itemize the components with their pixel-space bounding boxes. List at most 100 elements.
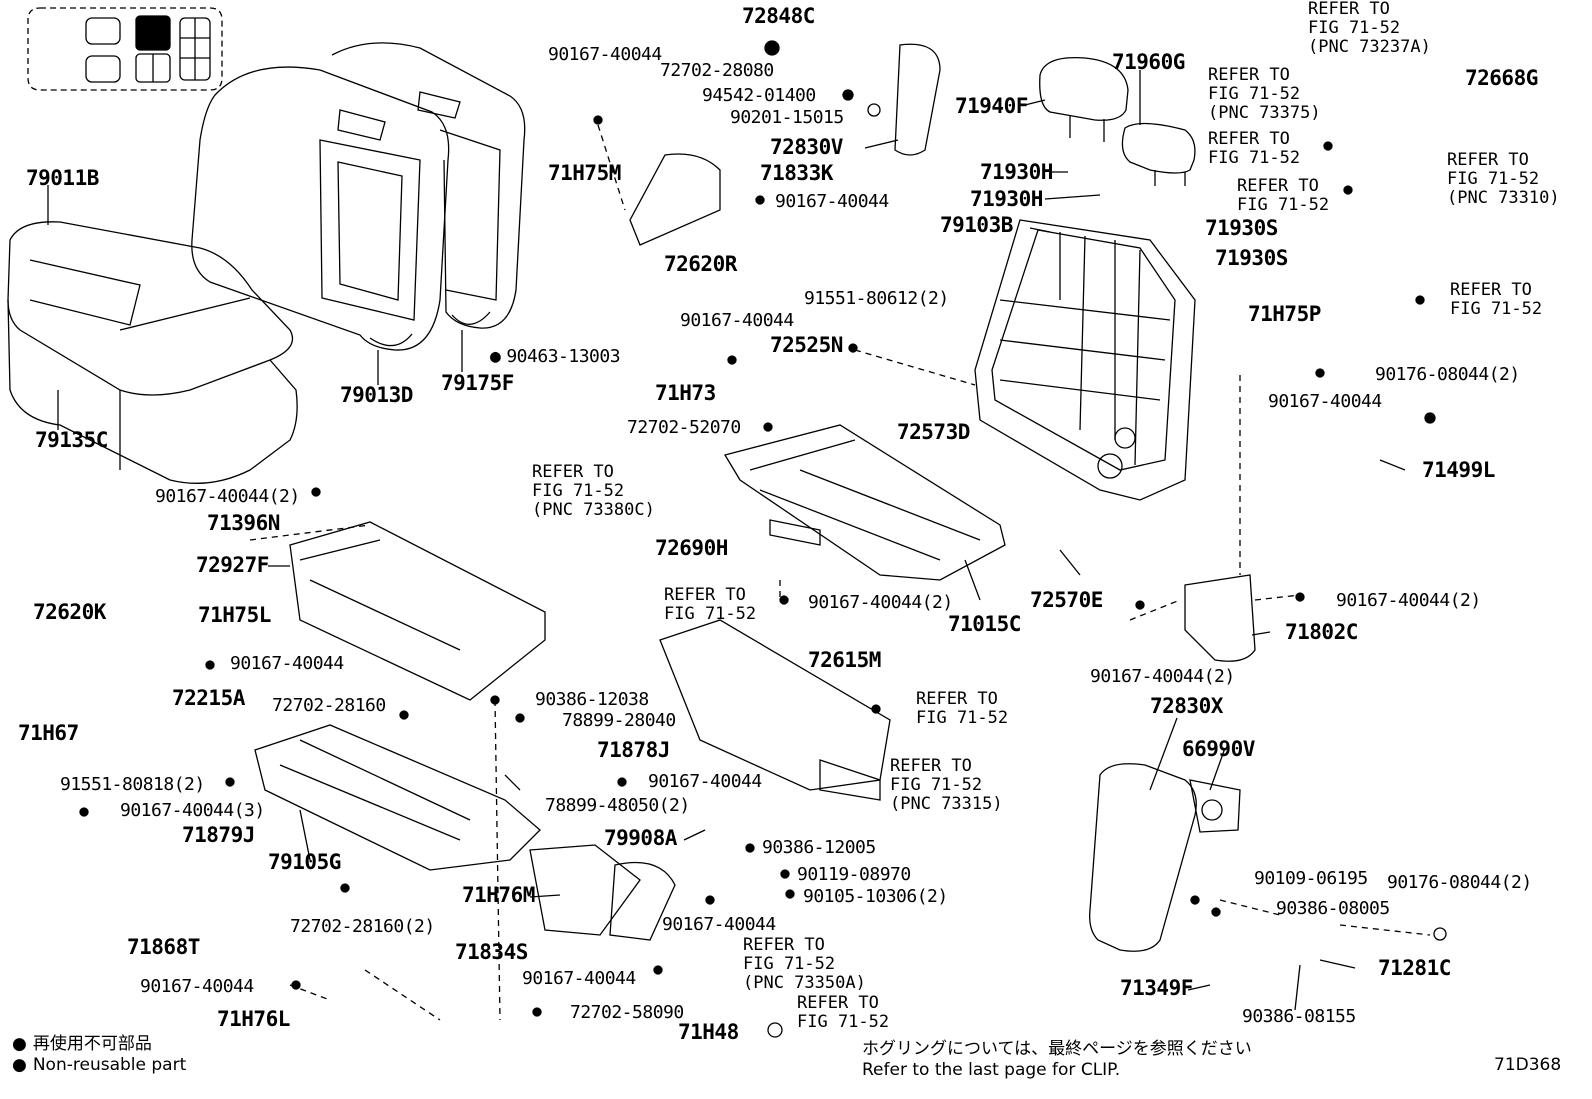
part-91551-80818[interactable]: 91551-80818(2)	[60, 774, 205, 795]
part-71349F[interactable]: 71349F	[1120, 976, 1193, 1000]
refer-fig-71-52-pnc-73310[interactable]: REFER TO FIG 71-52 (PNC 73310)	[1447, 150, 1560, 208]
part-71930S[interactable]: 71930S	[1215, 246, 1288, 270]
part-71930H[interactable]: 71930H	[980, 160, 1053, 184]
part-90167-40044[interactable]: 90167-40044	[1268, 391, 1382, 412]
part-90167-40044[interactable]: 90167-40044	[522, 968, 636, 989]
part-72927F[interactable]: 72927F	[196, 553, 269, 577]
part-90386-12005[interactable]: 90386-12005	[762, 837, 876, 858]
part-71868T[interactable]: 71868T	[127, 935, 200, 959]
part-90167-40044[interactable]: 90167-40044	[680, 310, 794, 331]
part-90105-10306[interactable]: 90105-10306(2)	[803, 886, 948, 907]
part-90167-40044[interactable]: 90167-40044(2)	[1090, 666, 1235, 687]
part-79105G[interactable]: 79105G	[268, 850, 341, 874]
seatback-frame-drawing	[974, 219, 1196, 501]
part-72848C[interactable]: 72848C	[742, 4, 815, 28]
part-72570E[interactable]: 72570E	[1030, 588, 1103, 612]
headrest-drawing	[1039, 56, 1196, 186]
part-79013D[interactable]: 79013D	[340, 383, 413, 407]
part-79175F[interactable]: 79175F	[441, 371, 514, 395]
part-79103B[interactable]: 79103B	[940, 213, 1013, 237]
part-90109-06195[interactable]: 90109-06195	[1254, 868, 1368, 889]
part-72702-58090[interactable]: 72702-58090	[570, 1002, 684, 1023]
part-71281C[interactable]: 71281C	[1378, 956, 1451, 980]
part-72620K[interactable]: 72620K	[33, 600, 106, 624]
part-94542-01400[interactable]: 94542-01400	[702, 85, 816, 106]
part-71960G[interactable]: 71960G	[1112, 50, 1185, 74]
part-90386-08155[interactable]: 90386-08155	[1242, 1006, 1356, 1027]
part-79908A[interactable]: 79908A	[604, 826, 677, 850]
part-71H75L[interactable]: 71H75L	[198, 603, 271, 627]
refer-fig-71-52-pnc-73375[interactable]: REFER TO FIG 71-52 (PNC 73375)	[1208, 65, 1321, 123]
part-71940F[interactable]: 71940F	[955, 94, 1028, 118]
part-90167-40044[interactable]: 90167-40044	[662, 914, 776, 935]
refer-fig-71-52[interactable]: REFER TO FIG 71-52	[797, 993, 890, 1032]
part-71879J[interactable]: 71879J	[182, 823, 255, 847]
part-90167-40044[interactable]: 90167-40044(3)	[120, 800, 265, 821]
part-90167-40044[interactable]: 90167-40044	[648, 771, 762, 792]
part-90167-40044[interactable]: 90167-40044	[775, 191, 889, 212]
part-71H76M[interactable]: 71H76M	[462, 883, 535, 907]
part-72668G[interactable]: 72668G	[1465, 66, 1538, 90]
part-71H76L[interactable]: 71H76L	[217, 1007, 290, 1031]
figure-code: 71D368	[1494, 1055, 1562, 1075]
part-71H75P[interactable]: 71H75P	[1248, 302, 1321, 326]
part-71H75M[interactable]: 71H75M	[548, 161, 621, 185]
fastener-icons	[79, 40, 1447, 1038]
part-72702-28080[interactable]: 72702-28080	[660, 60, 774, 81]
part-71878J[interactable]: 71878J	[597, 738, 670, 762]
part-71834S[interactable]: 71834S	[455, 940, 528, 964]
part-72702-28160[interactable]: 72702-28160(2)	[290, 916, 435, 937]
part-91551-80612[interactable]: 91551-80612(2)	[804, 288, 949, 309]
part-71H48[interactable]: 71H48	[678, 1020, 739, 1044]
part-90167-40044[interactable]: 90167-40044	[548, 44, 662, 65]
part-71833K[interactable]: 71833K	[760, 161, 833, 185]
seat-cushion-drawing	[7, 221, 298, 484]
refer-fig-71-52-pnc-73350a[interactable]: REFER TO FIG 71-52 (PNC 73350A)	[743, 935, 866, 993]
part-90386-12038[interactable]: 90386-12038	[535, 689, 649, 710]
part-71H73[interactable]: 71H73	[655, 381, 716, 405]
refer-fig-71-52[interactable]: REFER TO FIG 71-52	[916, 689, 1009, 728]
refer-fig-71-52[interactable]: REFER TO FIG 71-52	[1237, 176, 1330, 215]
part-71499L[interactable]: 71499L	[1422, 458, 1495, 482]
part-72702-52070[interactable]: 72702-52070	[627, 417, 741, 438]
refer-fig-71-52[interactable]: REFER TO FIG 71-52	[1208, 129, 1301, 168]
part-90167-40044[interactable]: 90167-40044(2)	[1336, 590, 1481, 611]
part-71H67[interactable]: 71H67	[18, 721, 79, 745]
refer-fig-71-52-pnc-73380c[interactable]: REFER TO FIG 71-52 (PNC 73380C)	[532, 462, 655, 520]
part-72620R[interactable]: 72620R	[664, 252, 737, 276]
part-72615M[interactable]: 72615M	[808, 648, 881, 672]
clip-note-jp: ホグリングについては、最終ページを参照ください	[862, 1039, 1252, 1059]
part-90167-40044[interactable]: 90167-40044	[140, 976, 254, 997]
part-90167-40044[interactable]: 90167-40044	[230, 653, 344, 674]
part-78899-28040[interactable]: 78899-28040	[562, 710, 676, 731]
part-72215A[interactable]: 72215A	[172, 686, 245, 710]
part-90176-08044[interactable]: 90176-08044(2)	[1375, 364, 1520, 385]
part-72690H[interactable]: 72690H	[655, 536, 728, 560]
part-79135C[interactable]: 79135C	[35, 428, 108, 452]
part-71930S[interactable]: 71930S	[1205, 216, 1278, 240]
part-72525N[interactable]: 72525N	[770, 333, 843, 357]
part-72830X[interactable]: 72830X	[1150, 694, 1223, 718]
part-78899-48050[interactable]: 78899-48050(2)	[545, 795, 690, 816]
part-90386-08005[interactable]: 90386-08005	[1276, 898, 1390, 919]
part-71015C[interactable]: 71015C	[948, 612, 1021, 636]
refer-fig-71-52[interactable]: REFER TO FIG 71-52	[1450, 280, 1543, 319]
refer-fig-71-52-pnc-73237a[interactable]: REFER TO FIG 71-52 (PNC 73237A)	[1308, 0, 1431, 57]
refer-fig-71-52[interactable]: REFER TO FIG 71-52	[664, 585, 757, 624]
part-90119-08970[interactable]: 90119-08970	[797, 864, 911, 885]
part-72573D[interactable]: 72573D	[897, 420, 970, 444]
cushion-frame-drawing	[723, 424, 1006, 581]
part-71802C[interactable]: 71802C	[1285, 620, 1358, 644]
part-71396N[interactable]: 71396N	[207, 511, 280, 535]
part-79011B[interactable]: 79011B	[26, 166, 99, 190]
part-90463-13003[interactable]: 90463-13003	[490, 348, 620, 366]
part-66990V[interactable]: 66990V	[1182, 737, 1255, 761]
part-90167-40044[interactable]: 90167-40044(2)	[808, 592, 953, 613]
part-72830V[interactable]: 72830V	[770, 135, 843, 159]
part-90201-15015[interactable]: 90201-15015	[730, 107, 844, 128]
part-90176-08044[interactable]: 90176-08044(2)	[1387, 872, 1532, 893]
refer-fig-71-52-pnc-73315[interactable]: REFER TO FIG 71-52 (PNC 73315)	[890, 756, 1003, 814]
part-71930H[interactable]: 71930H	[970, 187, 1043, 211]
part-72702-28160[interactable]: 72702-28160	[272, 695, 386, 716]
part-90167-40044[interactable]: 90167-40044(2)	[155, 486, 300, 507]
